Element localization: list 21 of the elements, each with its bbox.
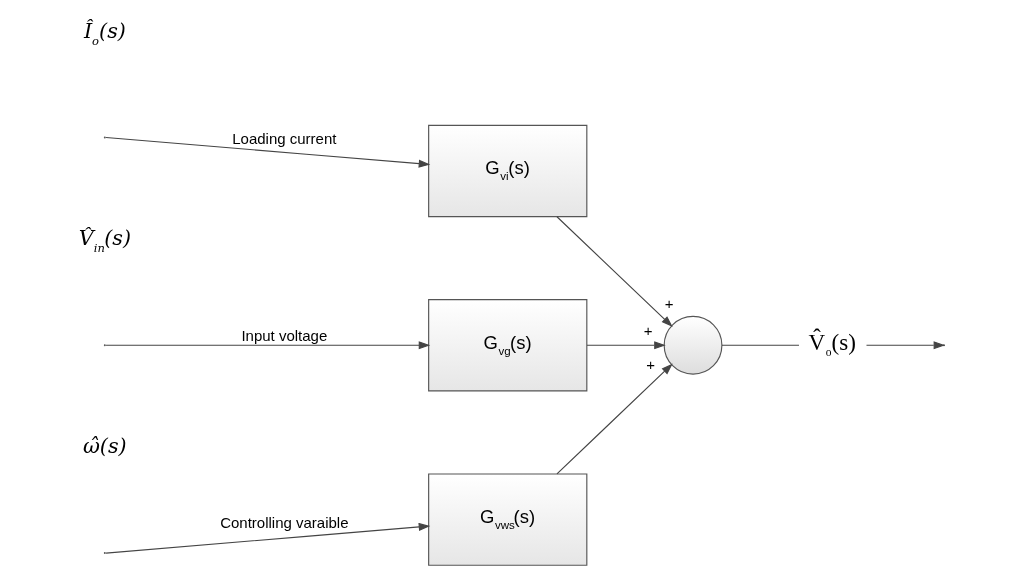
arrow [104, 522, 430, 554]
label: Î$_{o}$(s) [83, 18, 126, 48]
arrow [555, 363, 673, 475]
connector [720, 344, 800, 346]
arrow [104, 136, 430, 168]
label: ω̂(s) [82, 434, 127, 459]
edge-label: Loading current [231, 129, 336, 147]
edge-label: + [664, 295, 674, 313]
arrow [555, 216, 673, 328]
label: V̂$_{in}$(s) [78, 226, 131, 256]
node-box: G$_{vi}$(s) [427, 124, 587, 218]
arrow [865, 341, 945, 350]
arrow [585, 341, 666, 350]
arrow [104, 341, 430, 350]
node-text: V̂$_{o}$(s) [807, 328, 856, 358]
edge-label: + [643, 321, 652, 339]
node-box: G$_{vws}$(s) [427, 473, 587, 566]
node-box: G$_{vg}$(s) [427, 299, 587, 392]
edge-label: + [645, 355, 655, 373]
edge-label: Controlling varaible [219, 514, 349, 532]
edge-label: Input voltage [240, 327, 327, 345]
